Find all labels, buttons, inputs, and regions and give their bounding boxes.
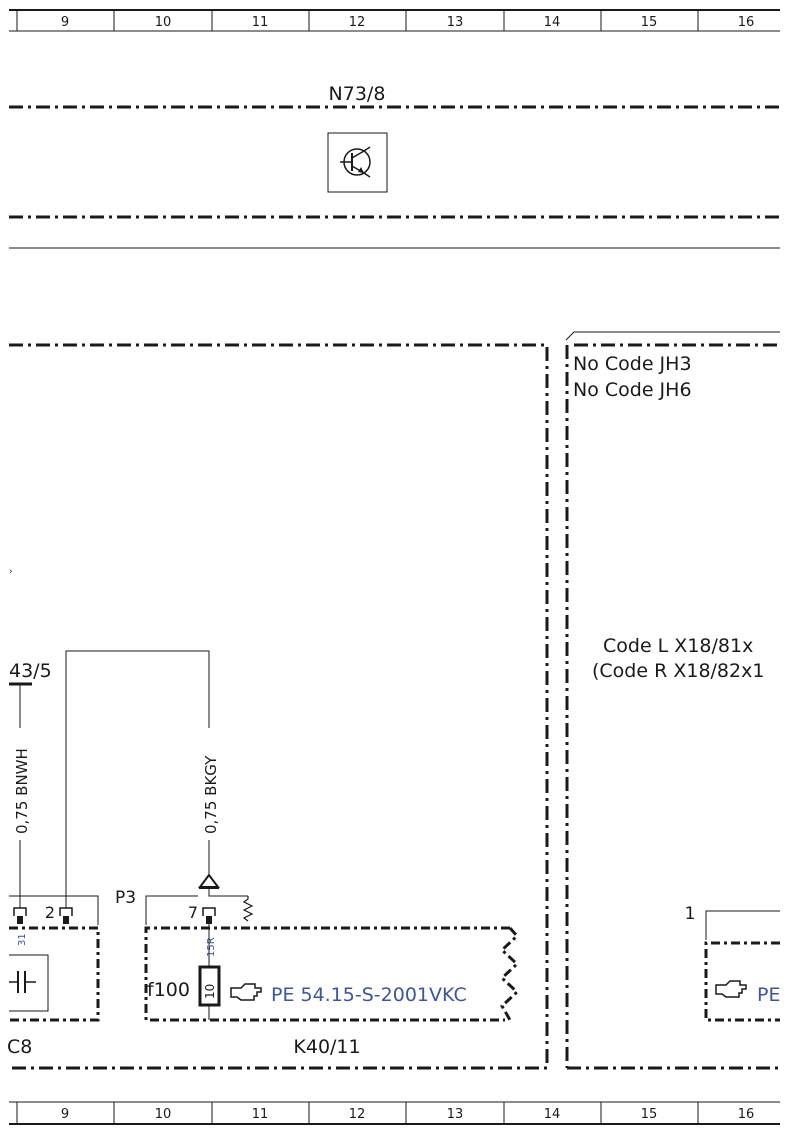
- k40-11-label: K40/11: [293, 1036, 360, 1058]
- left-pin-number: 2: [45, 903, 55, 922]
- grid-label-top: 11: [252, 15, 269, 30]
- k40-pin-name: 15R: [206, 937, 217, 957]
- grid-label-bottom: 11: [252, 1107, 269, 1122]
- wire-label-bkgy: 0,75 BKGY: [202, 755, 220, 834]
- grid-label-top: 15: [641, 15, 658, 30]
- break-edge: [499, 927, 520, 1021]
- right-reference-link[interactable]: PE: [757, 984, 780, 1006]
- grid-label-bottom: 9: [61, 1107, 69, 1122]
- wire-bkgy: 0,75 BKGY: [65, 650, 254, 922]
- grid-label-top: 9: [61, 15, 69, 30]
- k40-reference-link[interactable]: PE 54.15-S-2001VKC: [271, 984, 467, 1006]
- hand-pointer-icon: [715, 980, 747, 998]
- fuse-rating: 10: [203, 984, 217, 999]
- resistor-icon: [242, 896, 254, 922]
- grid-label-bottom: 14: [544, 1107, 561, 1122]
- grid-label-top: 10: [155, 15, 172, 30]
- grid-label-bottom: 15: [641, 1107, 658, 1122]
- code-note-jh3: No Code JH3: [573, 353, 692, 375]
- grid-label-bottom: 12: [349, 1107, 366, 1122]
- wire-bnwh: 43/5 0,75 BNWH: [9, 660, 52, 908]
- connector-43-5-label: 43/5: [9, 660, 52, 682]
- hand-pointer-icon: [230, 983, 262, 1001]
- right-enclosure: No Code JH3 No Code JH6 Code L X18/81x (…: [565, 331, 780, 1070]
- code-note-jh6: No Code JH6: [573, 379, 692, 401]
- ground-triangle-icon: [198, 873, 220, 889]
- grid-label-bottom: 10: [155, 1107, 172, 1122]
- fuse-icon: 10: [198, 965, 221, 1007]
- grid-label-bottom: 13: [447, 1107, 464, 1122]
- fuse-label: f100: [147, 979, 190, 1001]
- transistor-icon: [327, 132, 388, 193]
- left-module-c8: 2 31 C8: [7, 895, 100, 1058]
- wire-label-bnwh: 0,75 BNWH: [13, 748, 31, 834]
- bottom-grid-strip: 9 10 11 12 13 14 15 16: [9, 1101, 780, 1125]
- code-l-label: Code L X18/81x: [603, 635, 753, 657]
- right-pin-number: 1: [685, 904, 696, 924]
- k40-11-module: P3 7 15R 10 f100 PE 54.15-S-2001VKC K40/…: [115, 888, 520, 1058]
- left-pin-name: 31: [17, 933, 28, 946]
- top-grid-strip: 9 10 11 12 13 14 15 16: [9, 9, 780, 32]
- edge-mark: ›: [9, 567, 13, 577]
- pin-31-connector: [13, 907, 27, 924]
- pin-2-connector: [59, 907, 73, 924]
- code-r-label: (Code R X18/82x1: [592, 660, 764, 682]
- left-enclosure: ›: [9, 343, 549, 1070]
- grid-label-top: 14: [544, 15, 561, 30]
- grid-label-top: 12: [349, 15, 366, 30]
- c8-label: C8: [7, 1036, 32, 1058]
- n73-8-label: N73/8: [329, 83, 386, 105]
- grid-label-top: 13: [447, 15, 464, 30]
- pin-7-connector: [202, 907, 216, 924]
- capacitor-icon: [9, 954, 49, 1012]
- p3-label: P3: [115, 888, 136, 908]
- grid-label-top: 16: [738, 15, 755, 30]
- k40-pin-number: 7: [188, 903, 198, 922]
- grid-label-bottom: 16: [738, 1107, 755, 1122]
- n73-8-component: N73/8: [9, 83, 780, 219]
